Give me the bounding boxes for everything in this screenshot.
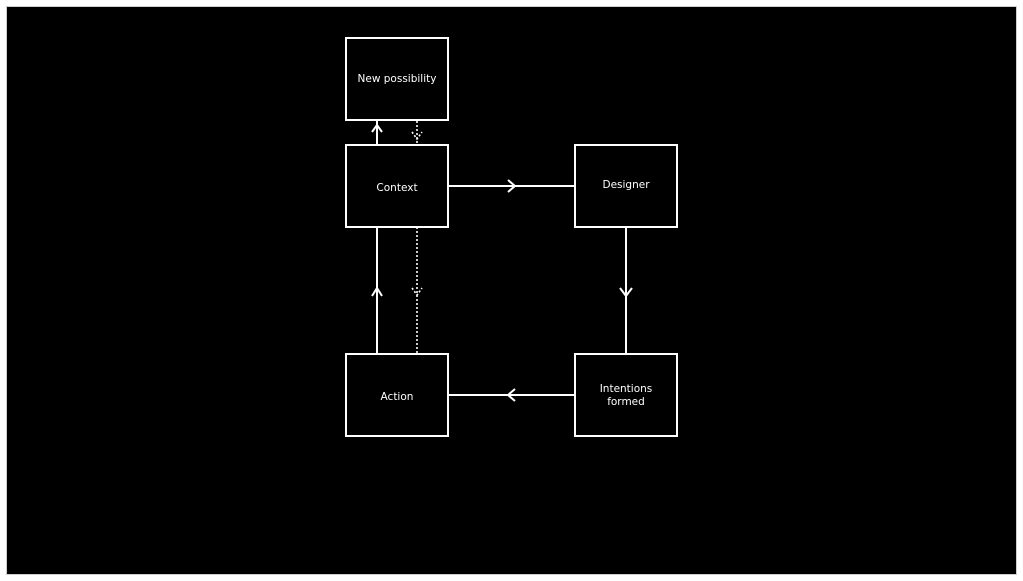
arrow-right-icon — [507, 179, 517, 193]
diagram-canvas — [6, 6, 1017, 575]
node-label-context: Context — [376, 182, 417, 194]
node-intentions-formed: Intentions formed — [574, 353, 678, 437]
edge-new-possibility-to-context — [411, 121, 423, 145]
edge-context-to-action — [411, 227, 423, 354]
arrow-left-icon — [506, 388, 516, 402]
arrow-up-icon — [371, 286, 383, 297]
node-label-designer: Designer — [602, 179, 650, 191]
node-label-intentions-line1: Intentions — [600, 383, 653, 395]
edge-context-to-new-possibility — [371, 121, 383, 145]
node-designer: Designer — [574, 144, 678, 228]
node-action: Action — [345, 353, 449, 437]
arrow-up-icon — [371, 123, 383, 133]
edge-action-to-context — [371, 227, 383, 354]
arrow-down-dotted-icon — [411, 131, 423, 141]
node-label-new-possibility: New possibility — [358, 73, 437, 85]
node-label-action: Action — [381, 391, 414, 403]
arrow-down-dotted-icon — [411, 287, 423, 297]
node-new-possibility: New possibility — [345, 37, 449, 121]
node-label-intentions-line2: formed — [607, 396, 645, 408]
edge-intentions-to-action — [448, 388, 575, 402]
arrow-down-icon — [619, 287, 633, 298]
node-context: Context — [345, 144, 449, 228]
edge-context-to-designer — [448, 179, 575, 193]
edge-designer-to-intentions — [619, 227, 633, 354]
